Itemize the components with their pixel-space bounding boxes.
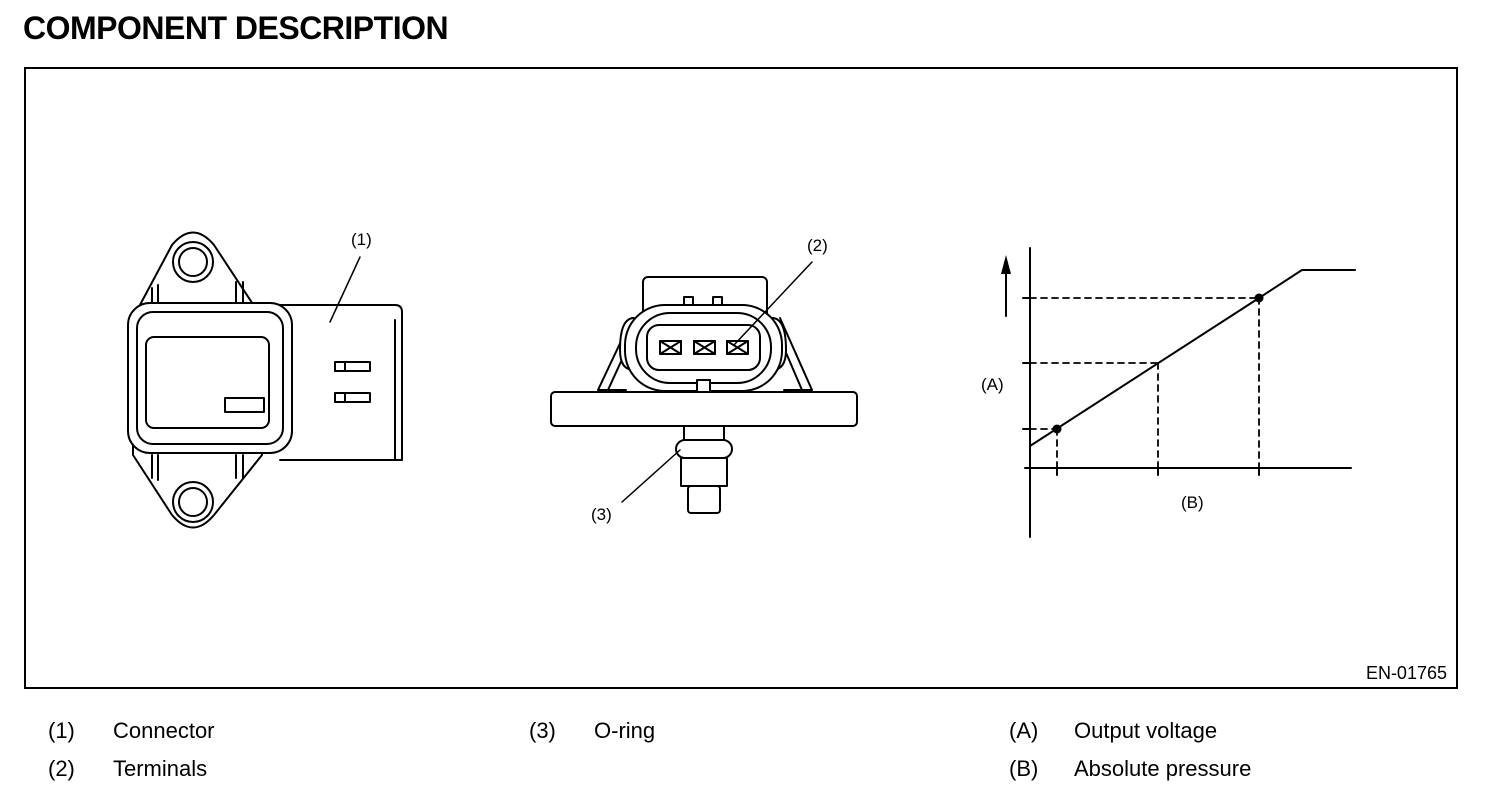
legend-key: (2): [48, 756, 75, 781]
legend-text: O-ring: [594, 718, 656, 743]
legend-key: (A): [1009, 718, 1039, 743]
arrow-up-icon: [1001, 255, 1011, 274]
sensor-front-view: [550, 276, 858, 514]
page-title: COMPONENT DESCRIPTION: [23, 10, 449, 46]
legend-text: Output voltage: [1074, 718, 1218, 743]
data-point: [1254, 293, 1264, 303]
output-characteristic-graph: [1001, 247, 1356, 538]
figure-frame: EN-01765: [24, 67, 1458, 689]
legend-text: Absolute pressure: [1074, 756, 1252, 781]
reference-lines: [1029, 297, 1260, 469]
callout-2-leader: [733, 261, 813, 346]
legend-key: (B): [1009, 756, 1039, 781]
legend-text: Terminals: [113, 756, 208, 781]
x-axis-label: (B): [1181, 493, 1204, 512]
y-axis-label: (A): [981, 375, 1004, 394]
callout-1-leader: [329, 256, 361, 323]
legend-key: (1): [48, 718, 75, 743]
legend-key: (3): [529, 718, 556, 743]
characteristic-line: [1029, 269, 1356, 447]
callout-2-label: (2): [807, 236, 828, 255]
data-point: [1052, 424, 1062, 434]
callout-3-leader: [621, 449, 681, 503]
callout-1-label: (1): [351, 230, 372, 249]
figure-id: EN-01765: [1365, 663, 1447, 683]
callout-3-label: (3): [591, 505, 612, 524]
sensor-side-view: [127, 231, 403, 529]
legend-text: Connector: [113, 718, 215, 743]
